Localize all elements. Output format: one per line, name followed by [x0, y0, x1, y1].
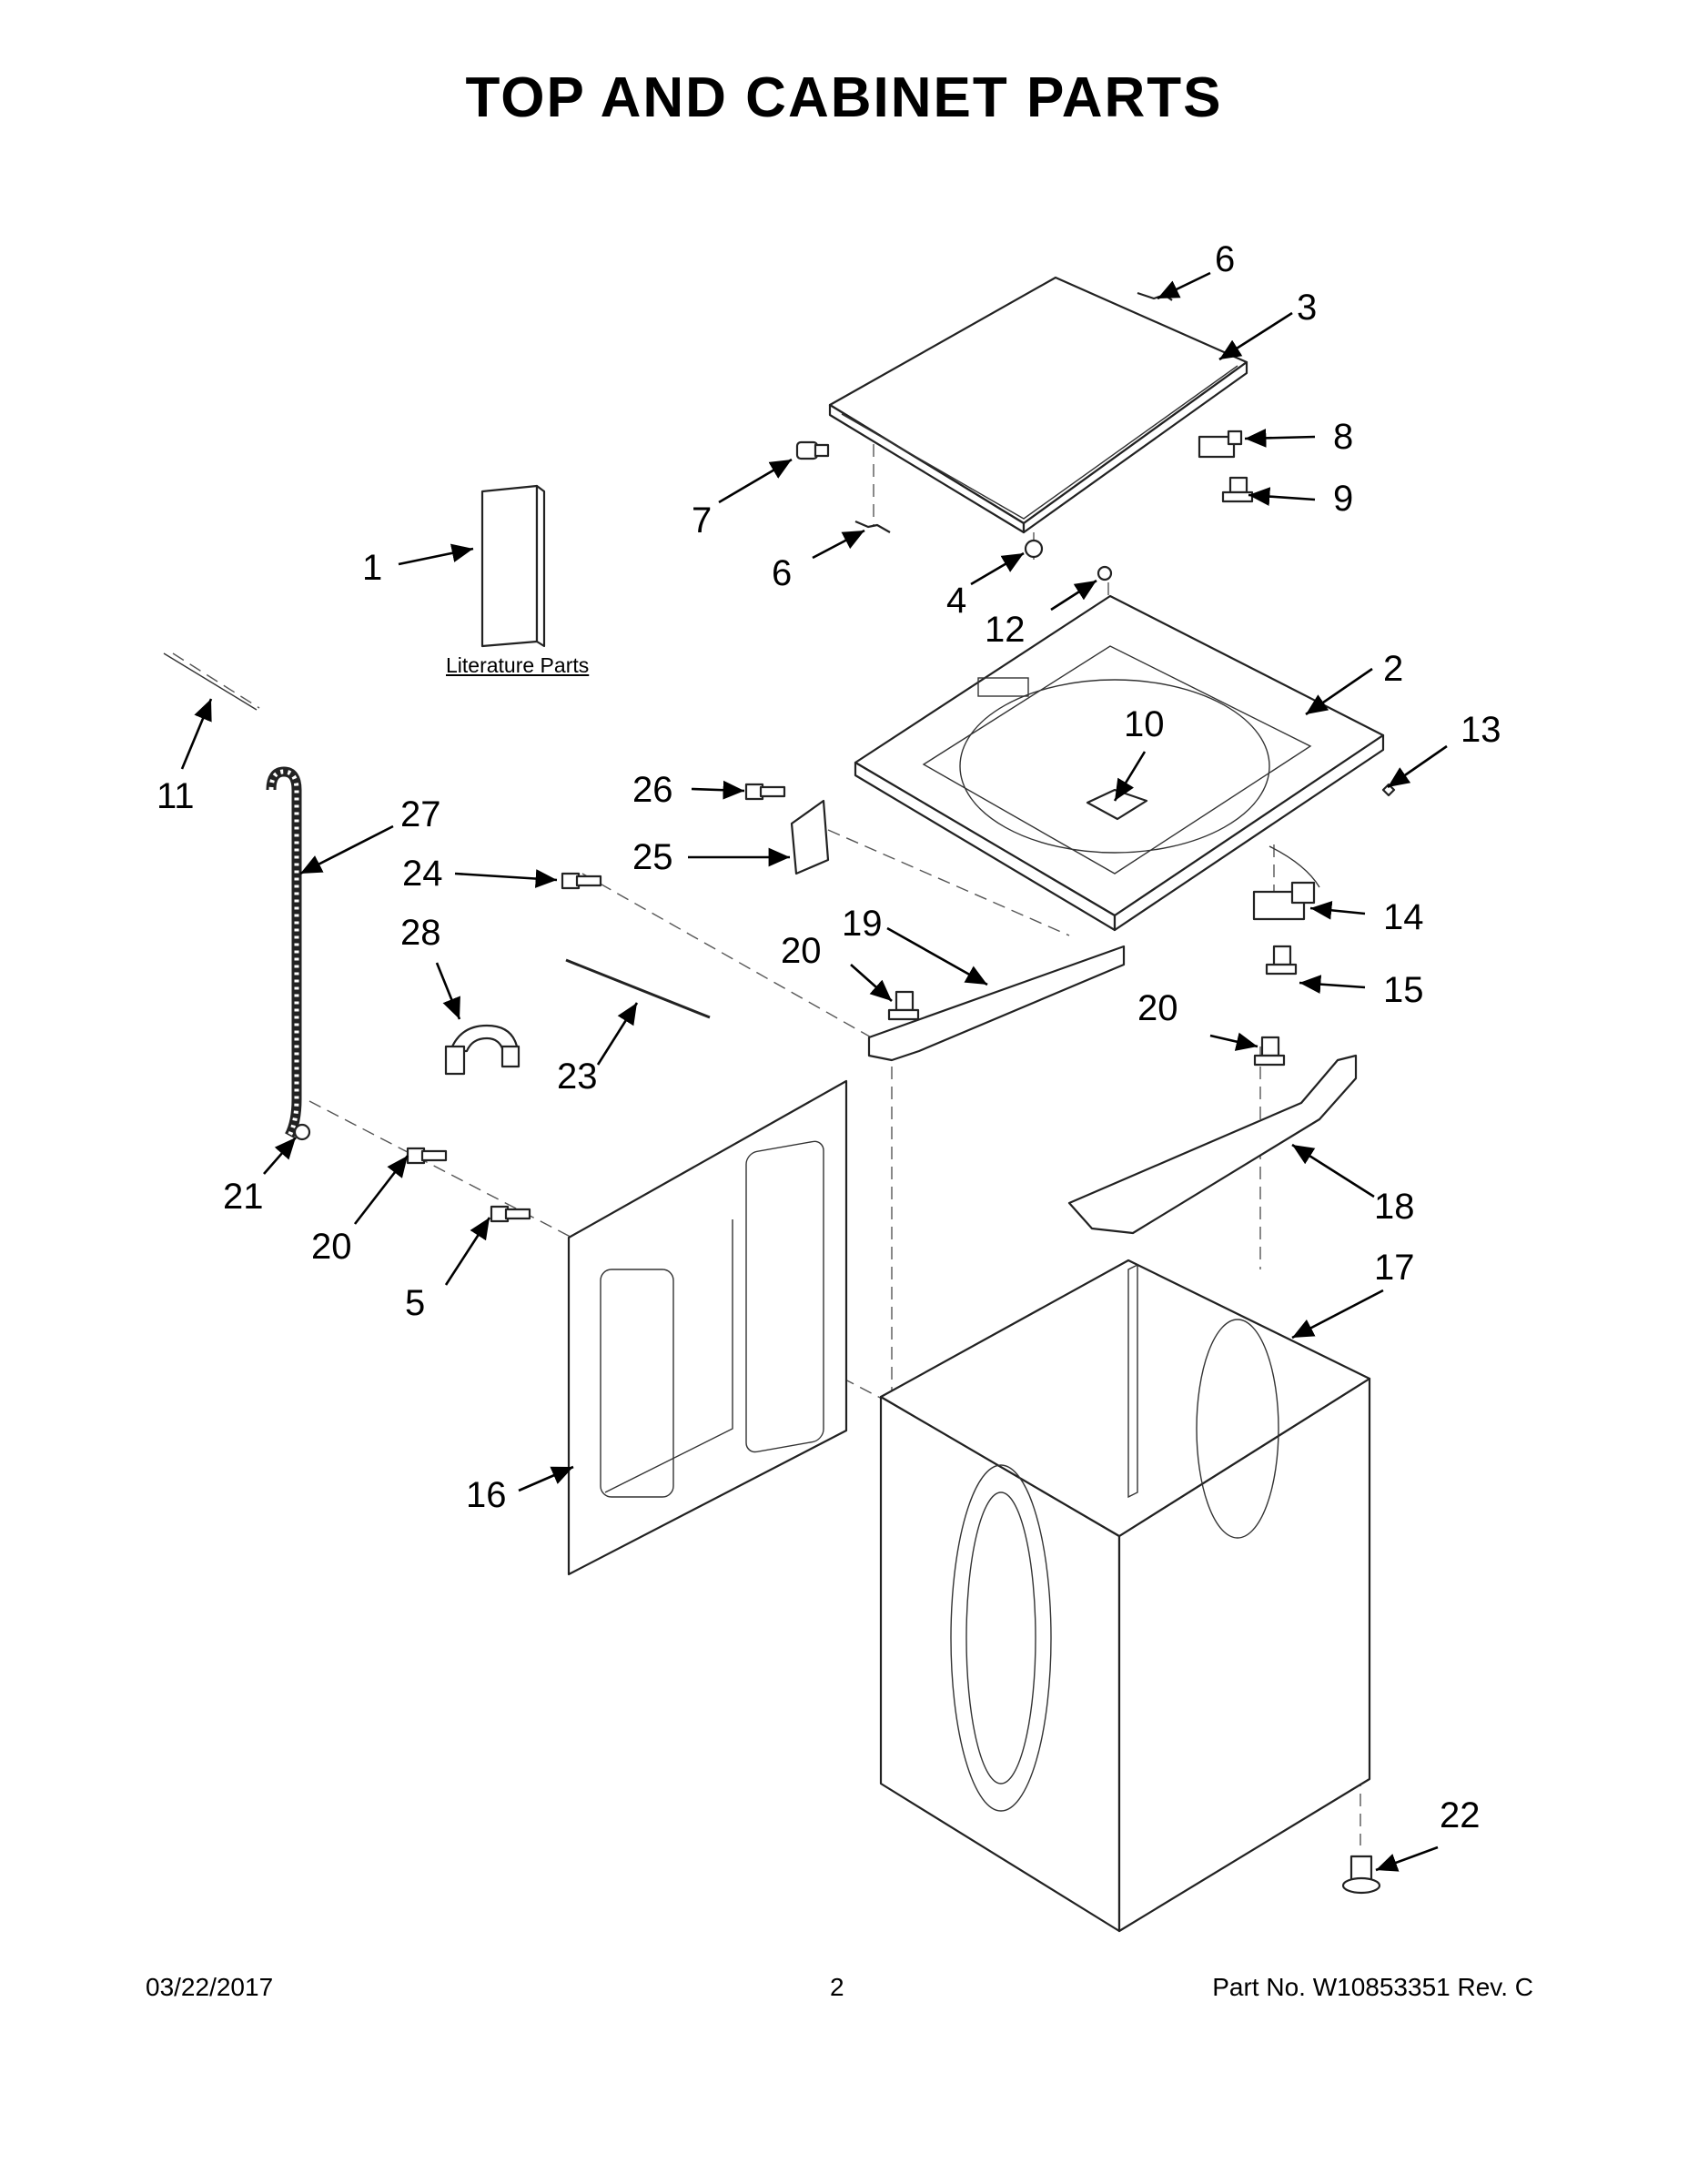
callout-16: 16 [466, 1475, 507, 1515]
clip [1381, 783, 1396, 797]
screw [887, 990, 920, 1021]
footer-date: 03/22/2017 [146, 1973, 274, 2001]
screw [490, 1205, 531, 1223]
lid-lock [1198, 430, 1243, 459]
cabinet [879, 1259, 1371, 1933]
callout-2: 2 [1383, 649, 1404, 689]
callout-17: 17 [1374, 1248, 1415, 1288]
callout-23: 23 [557, 1057, 598, 1097]
screw [744, 783, 786, 801]
callout-10: 10 [1124, 704, 1165, 744]
screw [1265, 945, 1298, 976]
callout-20-rear: 20 [781, 931, 822, 971]
hose-guide [444, 1024, 521, 1076]
rear-brace [867, 945, 1126, 1062]
grommet [1097, 565, 1113, 581]
lid [828, 276, 1248, 534]
callout-24: 24 [402, 854, 443, 894]
screw [1221, 476, 1254, 503]
callout-18: 18 [1374, 1187, 1415, 1227]
literature-parts-label: Literature Parts [446, 653, 590, 677]
footer-part-number: Part No. W10853351 Rev. C [1212, 1973, 1533, 2001]
screw [561, 872, 602, 890]
callout-1: 1 [362, 548, 383, 588]
callout-27: 27 [400, 794, 441, 834]
lid-bumper-small [1024, 539, 1044, 559]
callout-8: 8 [1333, 417, 1354, 457]
callout-28: 28 [400, 913, 441, 953]
bracket [790, 799, 830, 875]
callout-5: 5 [405, 1283, 426, 1323]
drain-hose [266, 766, 302, 1138]
screw [406, 1147, 448, 1165]
top-panel [854, 594, 1385, 932]
callout-14: 14 [1383, 897, 1424, 937]
hose-clamp [293, 1123, 311, 1141]
screw [1253, 1036, 1286, 1067]
callout-13: 13 [1461, 710, 1501, 750]
callout-7: 7 [692, 500, 713, 541]
page-title: TOP AND CABINET PARTS [465, 66, 1223, 129]
callout-22: 22 [1440, 1795, 1481, 1835]
tie-rod [565, 958, 711, 1019]
callout-20-front: 20 [1137, 988, 1178, 1028]
hinge-clip [854, 520, 891, 533]
front-brace [1067, 1054, 1358, 1235]
footer-page-number: 2 [830, 1973, 844, 2001]
leveling-leg [1341, 1855, 1381, 1895]
callout-6-bottom: 6 [772, 553, 793, 593]
lid-bumper [795, 440, 830, 460]
rear-panel [567, 1079, 848, 1576]
callout-9: 9 [1333, 479, 1354, 519]
callout-4: 4 [946, 581, 967, 621]
lid-switch [1252, 845, 1320, 921]
callout-12: 12 [985, 610, 1026, 650]
callout-3: 3 [1297, 288, 1318, 328]
callout-26: 26 [632, 770, 673, 810]
callout-leaders [180, 271, 1448, 1872]
callout-25: 25 [632, 837, 673, 877]
callout-21: 21 [223, 1177, 264, 1217]
callout-15: 15 [1383, 970, 1424, 1010]
callout-6-top: 6 [1215, 239, 1236, 279]
callout-11: 11 [157, 776, 195, 816]
literature-parts-booklet [480, 484, 546, 648]
callout-20-left: 20 [311, 1227, 352, 1267]
callout-19: 19 [842, 904, 883, 944]
